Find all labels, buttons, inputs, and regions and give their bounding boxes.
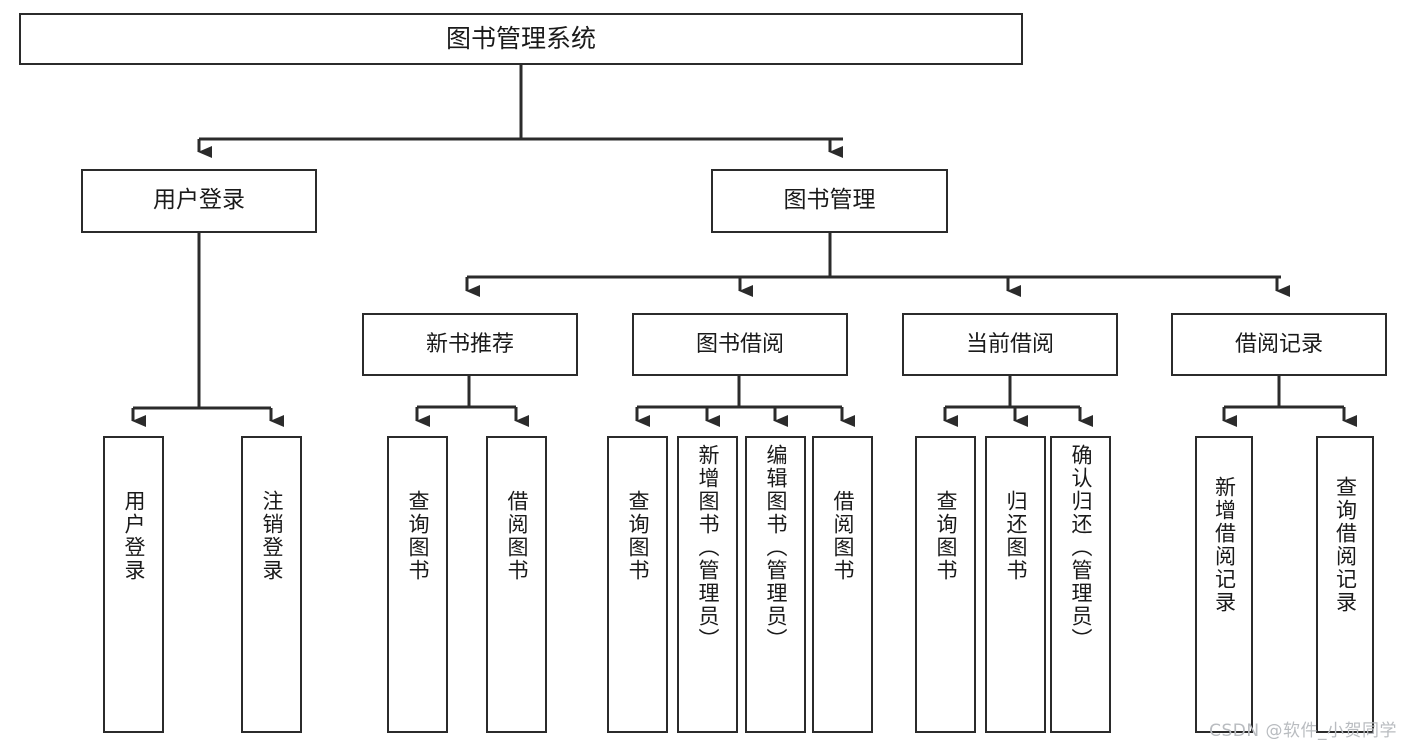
node-borrow-record-label: 借阅记录 <box>1234 331 1323 357</box>
node-root[interactable]: 图书管理系统 <box>19 13 1023 65</box>
node-book-management-label: 图书管理 <box>783 187 876 214</box>
leaf-current-borrow-confirm-admin[interactable]: 确认归还（管理员） <box>1050 436 1111 733</box>
leaf-book-borrow-add-admin[interactable]: 新增图书（管理员） <box>677 436 738 733</box>
leaf-label: 借阅图书 <box>505 490 529 582</box>
leaf-borrow-record-add[interactable]: 新增借阅记录 <box>1195 436 1253 733</box>
leaf-user-login-logout[interactable]: 注销登录 <box>241 436 302 733</box>
leaf-new-book-query[interactable]: 查询图书 <box>387 436 448 733</box>
leaf-label: 查询图书 <box>406 490 430 582</box>
leaf-label: 查询图书 <box>934 490 958 582</box>
node-book-management[interactable]: 图书管理 <box>711 169 948 233</box>
leaf-book-borrow-query[interactable]: 查询图书 <box>607 436 668 733</box>
leaf-label: 编辑图书（管理员） <box>764 444 788 651</box>
leaf-book-borrow-borrow[interactable]: 借阅图书 <box>812 436 873 733</box>
node-book-borrow-label: 图书借阅 <box>695 331 784 357</box>
csdn-watermark: CSDN @软件_小贺同学 <box>1209 721 1397 741</box>
leaf-book-borrow-edit-admin[interactable]: 编辑图书（管理员） <box>745 436 806 733</box>
leaf-new-book-borrow[interactable]: 借阅图书 <box>486 436 547 733</box>
leaf-label: 查询图书 <box>626 490 650 582</box>
leaf-label: 注销登录 <box>260 490 284 582</box>
node-new-book-recommend[interactable]: 新书推荐 <box>362 313 578 376</box>
node-current-borrow[interactable]: 当前借阅 <box>902 313 1118 376</box>
leaf-current-borrow-return[interactable]: 归还图书 <box>985 436 1046 733</box>
leaf-label: 查询借阅记录 <box>1333 476 1358 614</box>
leaf-current-borrow-query[interactable]: 查询图书 <box>915 436 976 733</box>
leaf-user-login-login[interactable]: 用户登录 <box>103 436 164 733</box>
node-user-login[interactable]: 用户登录 <box>81 169 317 233</box>
leaf-label: 新增借阅记录 <box>1212 476 1237 614</box>
node-current-borrow-label: 当前借阅 <box>965 331 1054 357</box>
node-root-label: 图书管理系统 <box>445 24 596 54</box>
leaf-label: 用户登录 <box>122 490 146 582</box>
leaf-label: 归还图书 <box>1004 490 1028 582</box>
node-borrow-record[interactable]: 借阅记录 <box>1171 313 1387 376</box>
node-book-borrow[interactable]: 图书借阅 <box>632 313 848 376</box>
leaf-label: 新增图书（管理员） <box>696 444 720 651</box>
leaf-borrow-record-query[interactable]: 查询借阅记录 <box>1316 436 1374 733</box>
node-user-login-label: 用户登录 <box>153 187 245 214</box>
node-new-book-recommend-label: 新书推荐 <box>425 331 514 357</box>
leaf-label: 借阅图书 <box>831 490 855 582</box>
leaf-label: 确认归还（管理员） <box>1069 444 1093 651</box>
